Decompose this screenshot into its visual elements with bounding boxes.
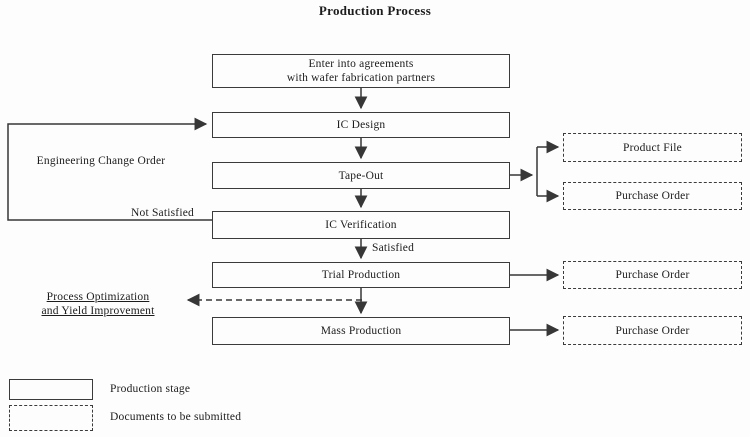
doc-product-file: Product File [563,133,742,162]
label-not-satisfied: Not Satisfied [131,207,194,219]
doc-purchase-order-mass: Purchase Order [563,316,742,345]
label-process-optimization: Process Optimization and Yield Improveme… [41,291,155,317]
stage-mass-production: Mass Production [212,317,510,345]
doc-purchase-order-tapeout: Purchase Order [563,182,742,210]
label-satisfied: Satisfied [372,242,415,254]
doc-purchase-order-trial: Purchase Order [563,261,742,289]
stage-trial-production: Trial Production [212,262,510,288]
label-engineering-change-order: Engineering Change Order [36,155,166,167]
legend-dashed-box [9,405,93,431]
stage-ic-verification: IC Verification [212,211,510,239]
stage-ic-design: IC Design [212,112,510,138]
stage-enter-agreements: Enter into agreements with wafer fabrica… [212,54,510,88]
stage-tape-out: Tape-Out [212,162,510,189]
diagram-title: Production Process [318,3,432,18]
legend-solid-box [9,379,93,400]
legend-production-stage-label: Production stage [110,383,191,395]
legend-documents-label: Documents to be submitted [110,411,242,423]
